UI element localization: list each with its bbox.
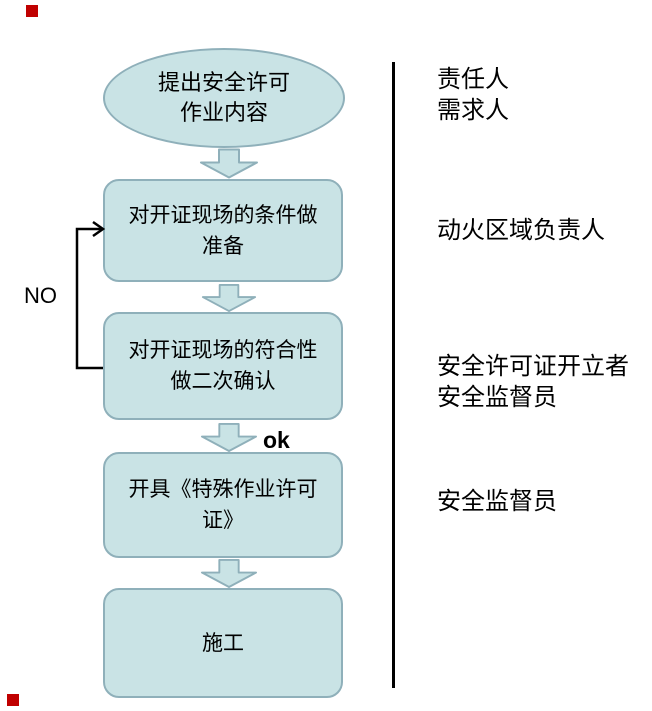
role-text-line: 安全许可证开立者 [437,354,629,380]
process-box-permit: 开具《特殊作业许可 证》 [103,452,343,558]
down-arrow-icon [200,423,258,452]
red-square-marker-bottom [7,694,19,706]
role-text-line: 需求人 [437,98,509,124]
node-text-line: 对开证现场的符合性 [128,338,318,362]
node-text-line: 提出安全许可 [157,70,290,95]
role-label-area-manager: 动火区域负责人 [437,216,605,247]
node-text-line: 对开证现场的条件做 [128,202,318,227]
role-text-line: 安全监督员 [437,489,557,515]
start-ellipse-node: 提出安全许可 作业内容 [103,48,345,148]
node-text-line: 做二次确认 [170,369,276,393]
node-text-line: 证》 [202,508,244,532]
down-arrow-icon [200,148,258,179]
node-text-line: 准备 [202,233,244,258]
role-label-supervisor: 安全监督员 [437,487,557,518]
node-text-line: 施工 [202,630,244,655]
role-text-line: 动火区域负责人 [437,218,605,244]
node-text-line: 开具《特殊作业许可 [128,477,318,501]
red-square-marker-top [26,5,38,17]
loop-back-arrow-icon [75,220,106,370]
role-label-requester: 责任人 需求人 [437,65,509,127]
process-box-confirm: 对开证现场的符合性 做二次确认 [103,312,343,420]
ok-branch-label: ok [263,427,290,453]
role-label-issuer-supervisor: 安全许可证开立者 安全监督员 [437,352,629,414]
down-arrow-icon [200,559,258,588]
down-arrow-icon [201,284,257,312]
process-box-prepare: 对开证现场的条件做 准备 [103,179,343,282]
divider-line [392,62,395,688]
role-text-line: 责任人 [437,67,509,93]
process-box-construct: 施工 [103,588,343,698]
role-text-line: 安全监督员 [437,385,557,411]
no-branch-label: NO [24,283,57,308]
node-text-line: 作业内容 [179,100,268,125]
